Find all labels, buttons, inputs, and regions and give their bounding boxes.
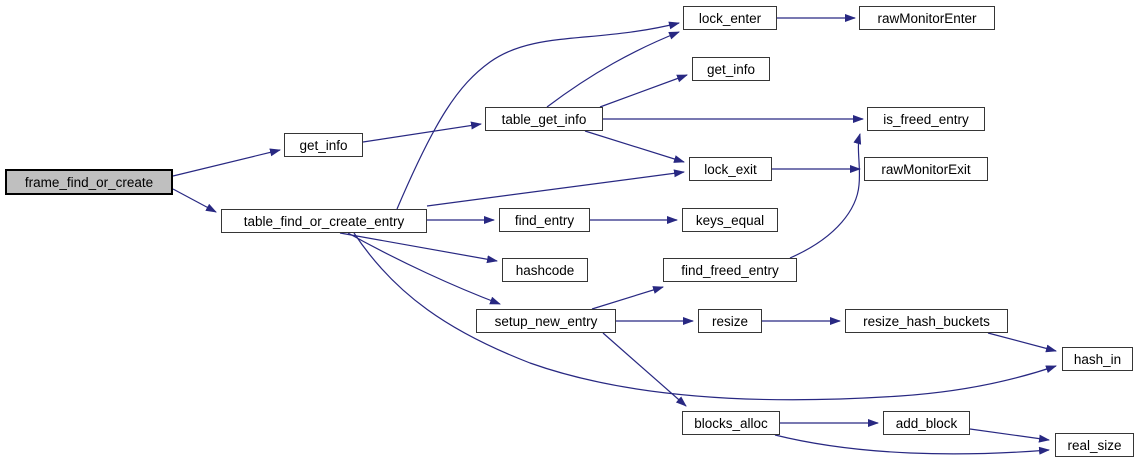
node-get_info[interactable]: get_info	[284, 133, 363, 157]
node-table_get_info[interactable]: table_get_info	[485, 107, 603, 131]
node-lock_exit[interactable]: lock_exit	[689, 157, 772, 181]
node-hash_in[interactable]: hash_in	[1062, 347, 1133, 371]
node-is_freed_entry[interactable]: is_freed_entry	[867, 107, 985, 131]
edge-setup_new_entry-to-blocks_alloc	[602, 332, 687, 407]
edge-frame_find_or_create-to-get_info	[172, 148, 281, 177]
node-setup_new_entry[interactable]: setup_new_entry	[476, 309, 616, 333]
node-find_freed_entry[interactable]: find_freed_entry	[663, 258, 797, 282]
edge-blocks_alloc-to-real_size	[774, 434, 1050, 455]
node-resize[interactable]: resize	[698, 309, 762, 333]
edge-find_freed_entry-to-is_freed_entry	[789, 133, 862, 259]
node-get_info2[interactable]: get_info	[692, 57, 770, 81]
edge-setup_new_entry-to-find_freed_entry	[591, 286, 664, 310]
node-rawMonitorEnter[interactable]: rawMonitorEnter	[859, 6, 995, 30]
node-keys_equal[interactable]: keys_equal	[682, 208, 778, 232]
node-add_block[interactable]: add_block	[883, 411, 970, 435]
node-resize_hash_buckets[interactable]: resize_hash_buckets	[845, 309, 1008, 333]
edge-resize_hash_buckets-to-hash_in	[987, 332, 1057, 353]
edge-table_get_info-to-get_info2	[599, 74, 688, 108]
node-blocks_alloc[interactable]: blocks_alloc	[682, 411, 780, 435]
edge-frame_find_or_create-to-table_find_or_create_entry	[172, 188, 217, 213]
node-frame_find_or_create[interactable]: frame_find_or_create	[5, 169, 173, 195]
node-lock_enter[interactable]: lock_enter	[683, 6, 777, 30]
edge-table_find_or_create_entry-to-hashcode	[339, 232, 498, 264]
edge-table_find_or_create_entry-to-hash_in	[353, 232, 1057, 401]
node-real_size[interactable]: real_size	[1055, 433, 1134, 457]
edge-table_get_info-to-lock_exit	[584, 130, 685, 163]
edge-add_block-to-real_size	[969, 428, 1050, 443]
edge-table_get_info-to-lock_enter	[546, 31, 680, 108]
node-find_entry[interactable]: find_entry	[499, 208, 590, 232]
edge-table_find_or_create_entry-to-setup_new_entry	[347, 232, 501, 305]
node-table_find_or_create_entry[interactable]: table_find_or_create_entry	[221, 209, 427, 233]
edge-table_find_or_create_entry-to-lock_exit	[426, 169, 685, 207]
node-hashcode[interactable]: hashcode	[502, 258, 588, 282]
node-rawMonitorExit[interactable]: rawMonitorExit	[864, 157, 988, 181]
edge-table_find_or_create_entry-to-lock_enter	[396, 21, 680, 210]
edge-get_info-to-table_get_info	[362, 121, 482, 143]
